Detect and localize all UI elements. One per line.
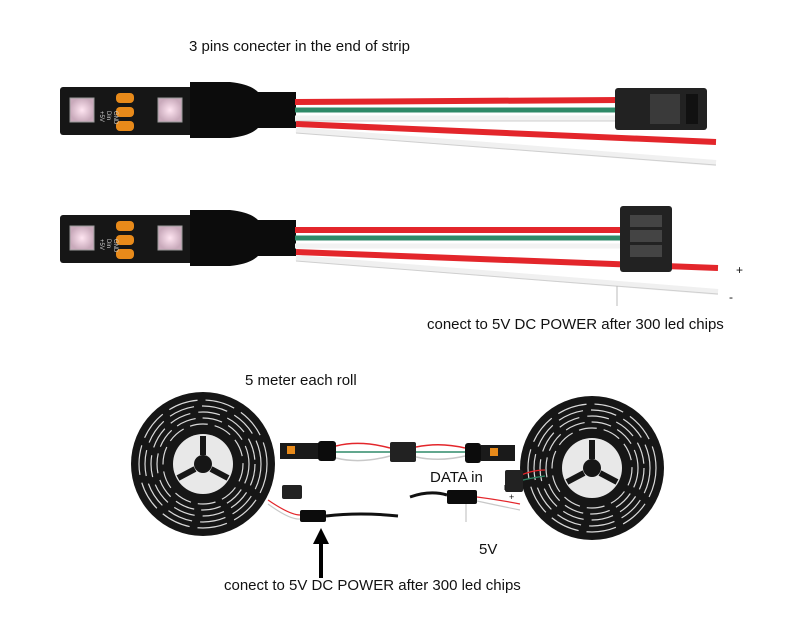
minus-sign: - [729, 290, 733, 304]
pad-label: Din [105, 239, 111, 248]
plus-sign: + [736, 263, 744, 277]
led-chip [69, 97, 95, 123]
five-v-label: 5V [479, 541, 498, 558]
pad-label: GND [112, 111, 118, 125]
link-connector [390, 442, 416, 462]
power-pigtail-right: + [409, 470, 523, 522]
pad-label: +5V [98, 111, 104, 122]
data-in-label: DATA in [430, 469, 483, 486]
led-reel-left [131, 392, 275, 536]
strip-segment-top [60, 82, 296, 138]
solder-pad [116, 221, 134, 231]
power-pigtail-left [267, 485, 399, 522]
led-chip [157, 225, 183, 251]
heat-shrink [190, 82, 296, 138]
top-title: 3 pins conecter in the end of strip [189, 38, 410, 55]
reel-link-wires [280, 441, 546, 483]
solder-pad [116, 121, 134, 131]
roll-note: 5 meter each roll [245, 372, 357, 389]
arrow-up-icon [313, 528, 329, 578]
solder-pad [116, 249, 134, 259]
pad-label: +5V [98, 239, 104, 250]
solder-pad [116, 93, 134, 103]
mini-plus-sign: + [509, 492, 514, 502]
wires-bottom [295, 227, 719, 306]
led-reel-right [520, 396, 664, 540]
connector-top [615, 88, 707, 130]
strip-segment-bottom [60, 210, 296, 266]
power-note-bottom: conect to 5V DC POWER after 300 led chip… [224, 577, 521, 594]
pad-label: Din [105, 111, 111, 120]
led-chip [157, 97, 183, 123]
solder-pad [116, 235, 134, 245]
wires-top [294, 97, 717, 166]
power-note-top: conect to 5V DC POWER after 300 led chip… [427, 316, 724, 333]
heat-shrink [190, 210, 296, 266]
pad-label: GND [112, 239, 118, 253]
led-chip [69, 225, 95, 251]
connector-bottom [620, 206, 672, 272]
solder-pad [116, 107, 134, 117]
